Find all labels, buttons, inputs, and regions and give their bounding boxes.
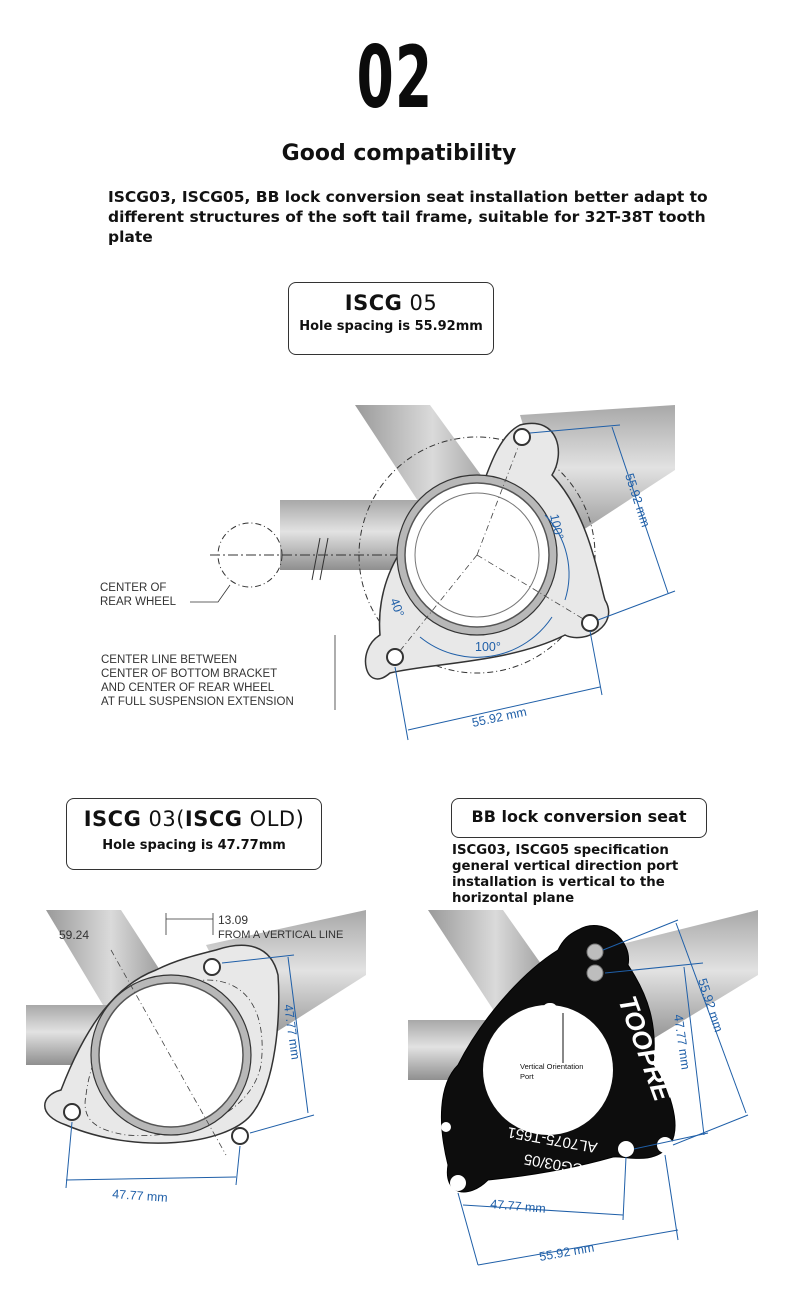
iscg05-heading-bold: ISCG	[344, 291, 403, 315]
iscg05-heading: ISCG 05	[289, 291, 493, 315]
bblock-hole-3	[657, 1137, 673, 1153]
bblock-dim-outer-horizontal: 55.92 mm	[538, 1241, 595, 1264]
bblock-heading: BB lock conversion seat	[471, 807, 687, 826]
centerline-label-2: CENTER OF BOTTOM BRACKET	[101, 668, 277, 680]
iscg03-dim-diag: 59.24	[59, 928, 89, 942]
iscg03-diagram: 59.24 13.09 FROM A VERTICAL LINE 47.77 m…	[26, 910, 366, 1205]
iscg03-heading-rest: OLD)	[242, 807, 305, 831]
bblock-label-box: BB lock conversion seat	[451, 798, 707, 838]
iscg03-heading-bold-2: ISCG	[184, 807, 243, 831]
iscg03-dim-offset: 13.09	[218, 913, 248, 927]
iscg03-heading: ISCG 03(ISCG OLD)	[67, 807, 321, 831]
bblock-hole-6	[441, 1122, 451, 1132]
iscg03-hole-top	[203, 958, 221, 976]
iscg05-diagram: 55.92 mm 55.92 mm 100° 100° 40° CENTER O…	[100, 405, 676, 741]
iscg03-hole-right	[231, 1127, 249, 1145]
iscg05-label-box: ISCG 05 Hole spacing is 55.92mm	[288, 282, 494, 355]
bblock-hole-2	[586, 964, 604, 982]
port-label-1: Vertical Orientation	[520, 1062, 583, 1071]
bblock-hole-1	[586, 943, 604, 961]
iscg03-label-box: ISCG 03(ISCG OLD) Hole spacing is 47.77m…	[66, 798, 322, 870]
bblock-bb-opening	[483, 1005, 613, 1135]
bblock-dim-inner-horizontal: 47.77 mm	[490, 1197, 547, 1216]
bblock-dim-inner-vertical: 47.77 mm	[671, 1013, 693, 1070]
section-number: 02	[356, 28, 434, 128]
centerline-label-1: CENTER LINE BETWEEN	[101, 654, 237, 666]
intro-text: ISCG03, ISCG05, BB lock conversion seat …	[108, 188, 708, 246]
centerline-label-4: AT FULL SUSPENSION EXTENSION	[101, 696, 294, 708]
section-title: Good compatibility	[281, 141, 517, 166]
iscg05-dim-horizontal: 55.92 mm	[471, 705, 528, 730]
iscg05-angle-c: 40°	[387, 596, 407, 619]
mount-hole-left	[386, 648, 404, 666]
iscg05-angle-a: 100°	[547, 513, 566, 541]
iscg03-dim-horizontal: 47.77 mm	[112, 1187, 168, 1205]
centerline-label-3: AND CENTER OF REAR WHEEL	[101, 682, 275, 694]
iscg05-angle-b: 100°	[475, 640, 501, 654]
rear-wheel-label-2: REAR WHEEL	[100, 596, 177, 608]
iscg03-subtitle: Hole spacing is 47.77mm	[102, 838, 286, 853]
iscg03-heading-mid: 03(	[141, 807, 185, 831]
bblock-diagram: TOOPRE AL7075-T651 ISCG03/05 Vertical Or…	[408, 910, 758, 1266]
iscg03-hole-left	[63, 1103, 81, 1121]
iscg05-subtitle: Hole spacing is 55.92mm	[299, 319, 483, 334]
bblock-hole-5	[450, 1175, 466, 1191]
port-label-2: Port	[520, 1072, 535, 1081]
mount-hole-top	[513, 428, 531, 446]
rear-wheel-label-1: CENTER OF	[100, 582, 166, 594]
bblock-hole-4	[618, 1141, 634, 1157]
iscg03-bb-shell	[98, 982, 244, 1128]
iscg03-dim-offset-note: FROM A VERTICAL LINE	[218, 929, 343, 941]
mount-hole-right	[581, 614, 599, 632]
iscg03-heading-bold: ISCG	[83, 807, 142, 831]
iscg05-heading-rest: 05	[402, 291, 438, 315]
bblock-description: ISCG03, ISCG05 specification general ver…	[452, 843, 679, 906]
